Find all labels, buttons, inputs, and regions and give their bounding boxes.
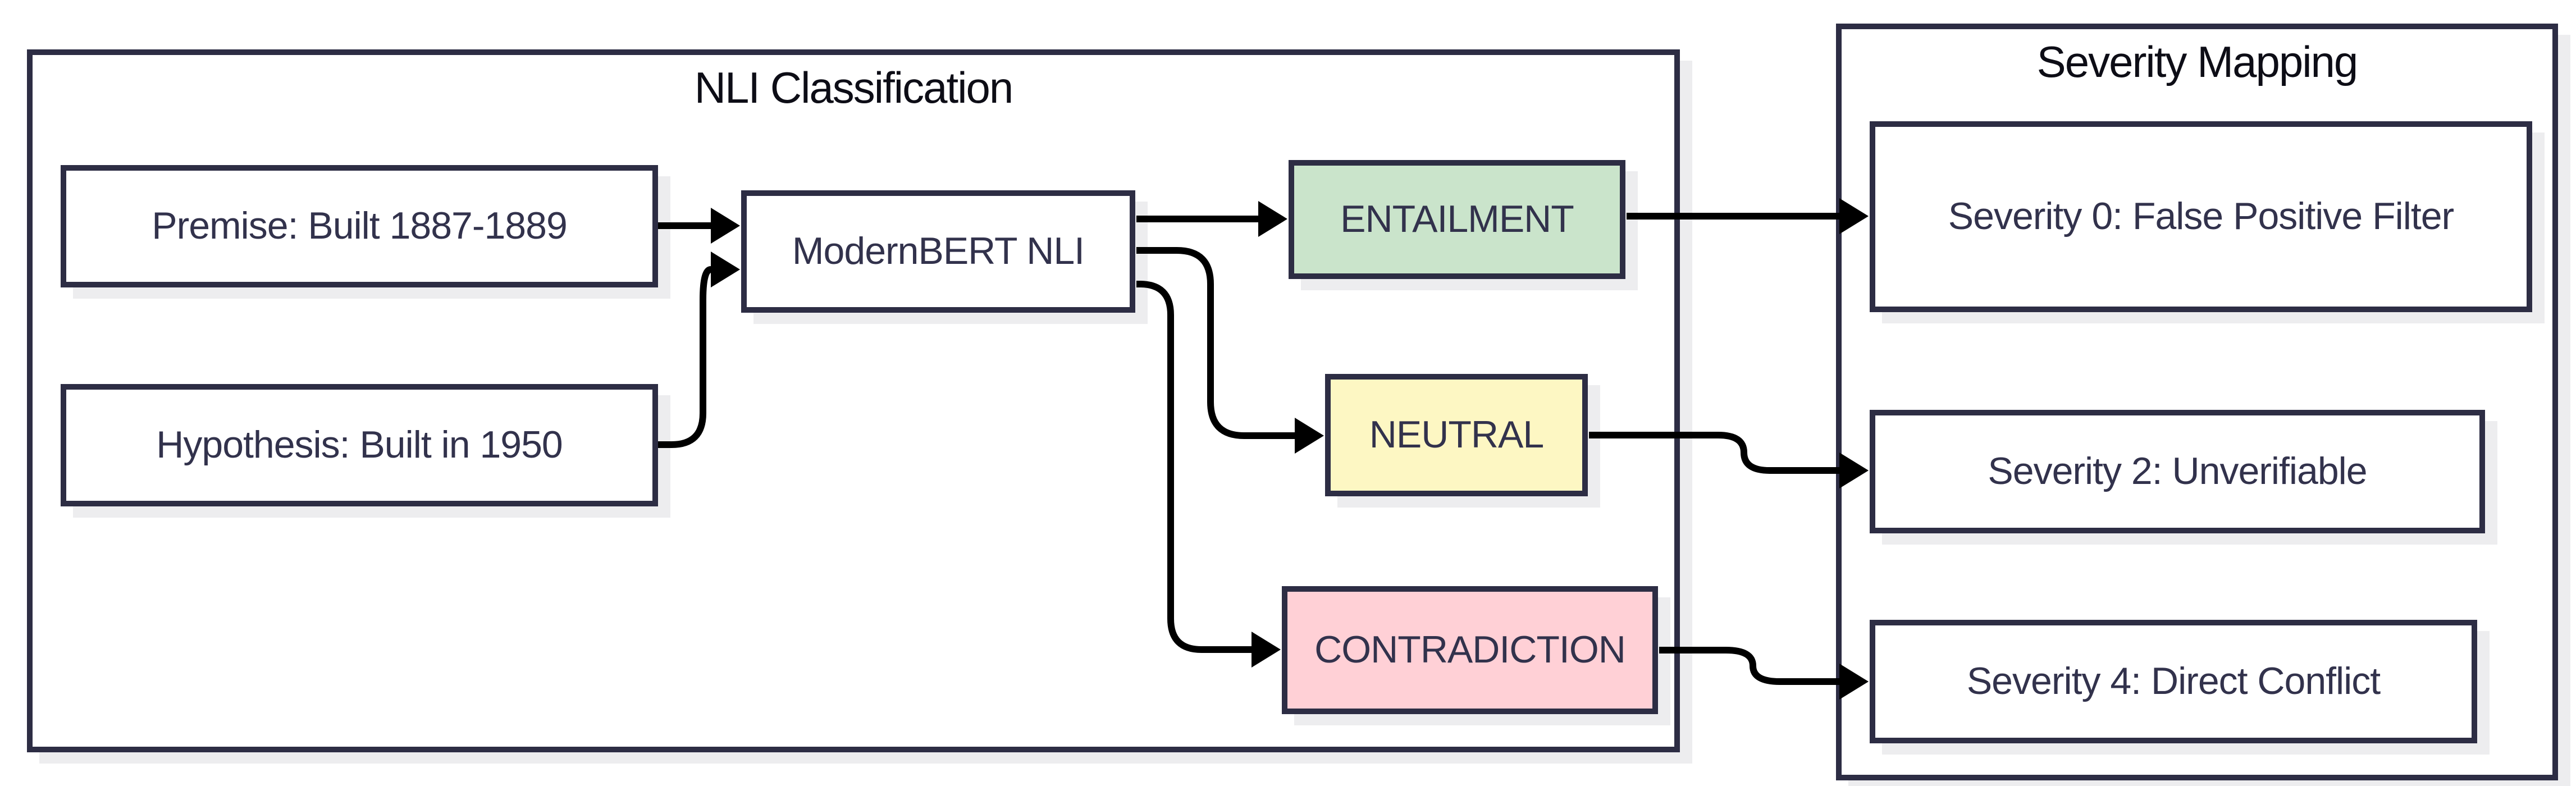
node-severity-4-direct-conflict: Severity 4: Direct Conflict bbox=[1870, 620, 2477, 743]
severity-container-title: Severity Mapping bbox=[2036, 37, 2359, 86]
node-neutral: NEUTRAL bbox=[1325, 374, 1588, 496]
node-premise: Premise: Built 1887-1889 bbox=[61, 165, 658, 287]
node-premise-label: Premise: Built 1887-1889 bbox=[152, 204, 568, 248]
node-severity4-label: Severity 4: Direct Conflict bbox=[1966, 660, 2381, 703]
node-neutral-label: NEUTRAL bbox=[1369, 413, 1544, 456]
edge-contradiction-to-severity4 bbox=[1659, 647, 1869, 700]
node-contradiction: CONTRADICTION bbox=[1282, 586, 1658, 714]
node-entailment: ENTAILMENT bbox=[1289, 160, 1625, 279]
node-severity-0-false-positive-filter: Severity 0: False Positive Filter bbox=[1870, 121, 2532, 312]
node-modernbert-nli: ModernBERT NLI bbox=[741, 190, 1135, 313]
node-entailment-label: ENTAILMENT bbox=[1340, 198, 1574, 241]
node-modernbert-label: ModernBERT NLI bbox=[792, 230, 1085, 273]
node-severity2-label: Severity 2: Unverifiable bbox=[1988, 450, 2367, 493]
node-hypothesis-label: Hypothesis: Built in 1950 bbox=[156, 423, 563, 467]
node-severity0-label: Severity 0: False Positive Filter bbox=[1948, 195, 2454, 238]
node-hypothesis: Hypothesis: Built in 1950 bbox=[61, 384, 658, 506]
node-severity-2-unverifiable: Severity 2: Unverifiable bbox=[1870, 410, 2485, 533]
nli-container-title: NLI Classification bbox=[694, 63, 1014, 112]
node-contradiction-label: CONTRADICTION bbox=[1314, 628, 1626, 671]
